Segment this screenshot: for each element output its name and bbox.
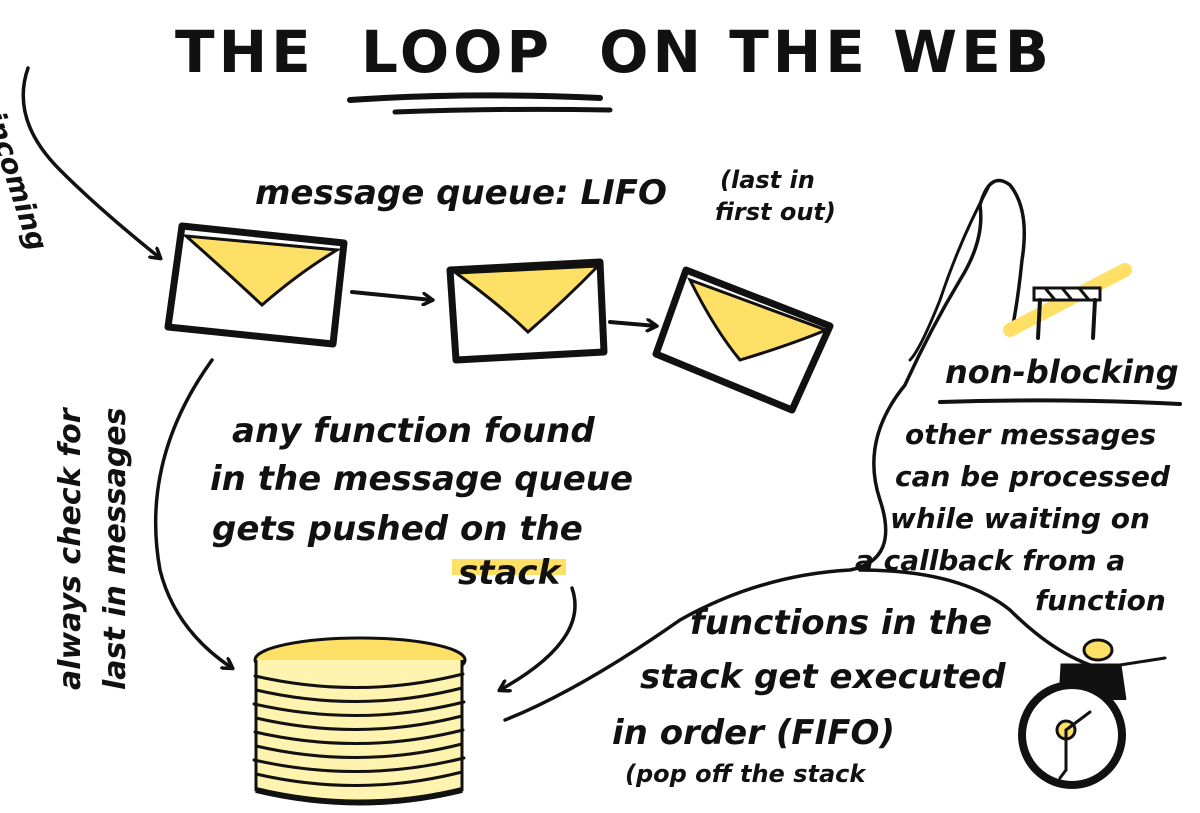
any-function-line-3: gets pushed on the (212, 509, 583, 549)
title-underline (347, 92, 603, 103)
barrier-icon (1003, 263, 1132, 340)
hand-finger-line (908, 186, 990, 362)
other-messages-line-4: a callback from a (855, 544, 1126, 577)
any-function-line-1: any function found (232, 411, 595, 451)
envelope-icon (446, 258, 608, 364)
functions-line-2: stack get executed (640, 657, 1006, 697)
queue-note-line-1: (last in (720, 166, 815, 194)
queue-arrow-2 (608, 322, 656, 326)
envelope-icon (164, 222, 348, 348)
stack-of-plates-icon (252, 636, 467, 806)
stack-word-arrow (500, 586, 577, 690)
hand-lower-curve (858, 568, 1092, 667)
other-messages-line-1: other messages (905, 418, 1157, 451)
stack-word-text: stack (452, 553, 567, 593)
nonblocking-underline (938, 398, 1182, 406)
queue-note-line-2: first out) (715, 198, 836, 226)
other-messages-line-2: can be processed (895, 460, 1170, 493)
queue-to-stack-arrow (153, 358, 232, 668)
any-function-line-2: in the message queue (210, 459, 634, 499)
hand-icon (503, 178, 1026, 722)
page-title: THE LOOP ON THE WEB (175, 22, 1053, 83)
queue-arrow-1 (350, 290, 432, 300)
stopwatch-icon (1018, 638, 1167, 789)
title-the: THE (175, 18, 315, 86)
other-messages-line-5: function (1035, 584, 1166, 617)
always-check-line-1: always check for (53, 408, 88, 690)
other-messages-line-3: while waiting on (890, 502, 1150, 535)
title-rest: ON THE WEB (599, 18, 1053, 86)
message-queue-label: message queue: LIFO (255, 173, 667, 213)
incoming-arrow (21, 66, 160, 258)
title-underline-2 (392, 106, 613, 115)
title-loop: LOOP (360, 18, 553, 86)
functions-line-1: functions in the (690, 603, 993, 643)
nonblocking-label: non-blocking (945, 353, 1179, 391)
always-check-line-2: last in messages (98, 407, 133, 691)
pop-off-label: (pop off the stack (625, 760, 866, 788)
functions-line-3: in order (FIFO) (612, 713, 895, 753)
envelope-icon (652, 266, 834, 414)
stack-word: stack (452, 553, 567, 593)
